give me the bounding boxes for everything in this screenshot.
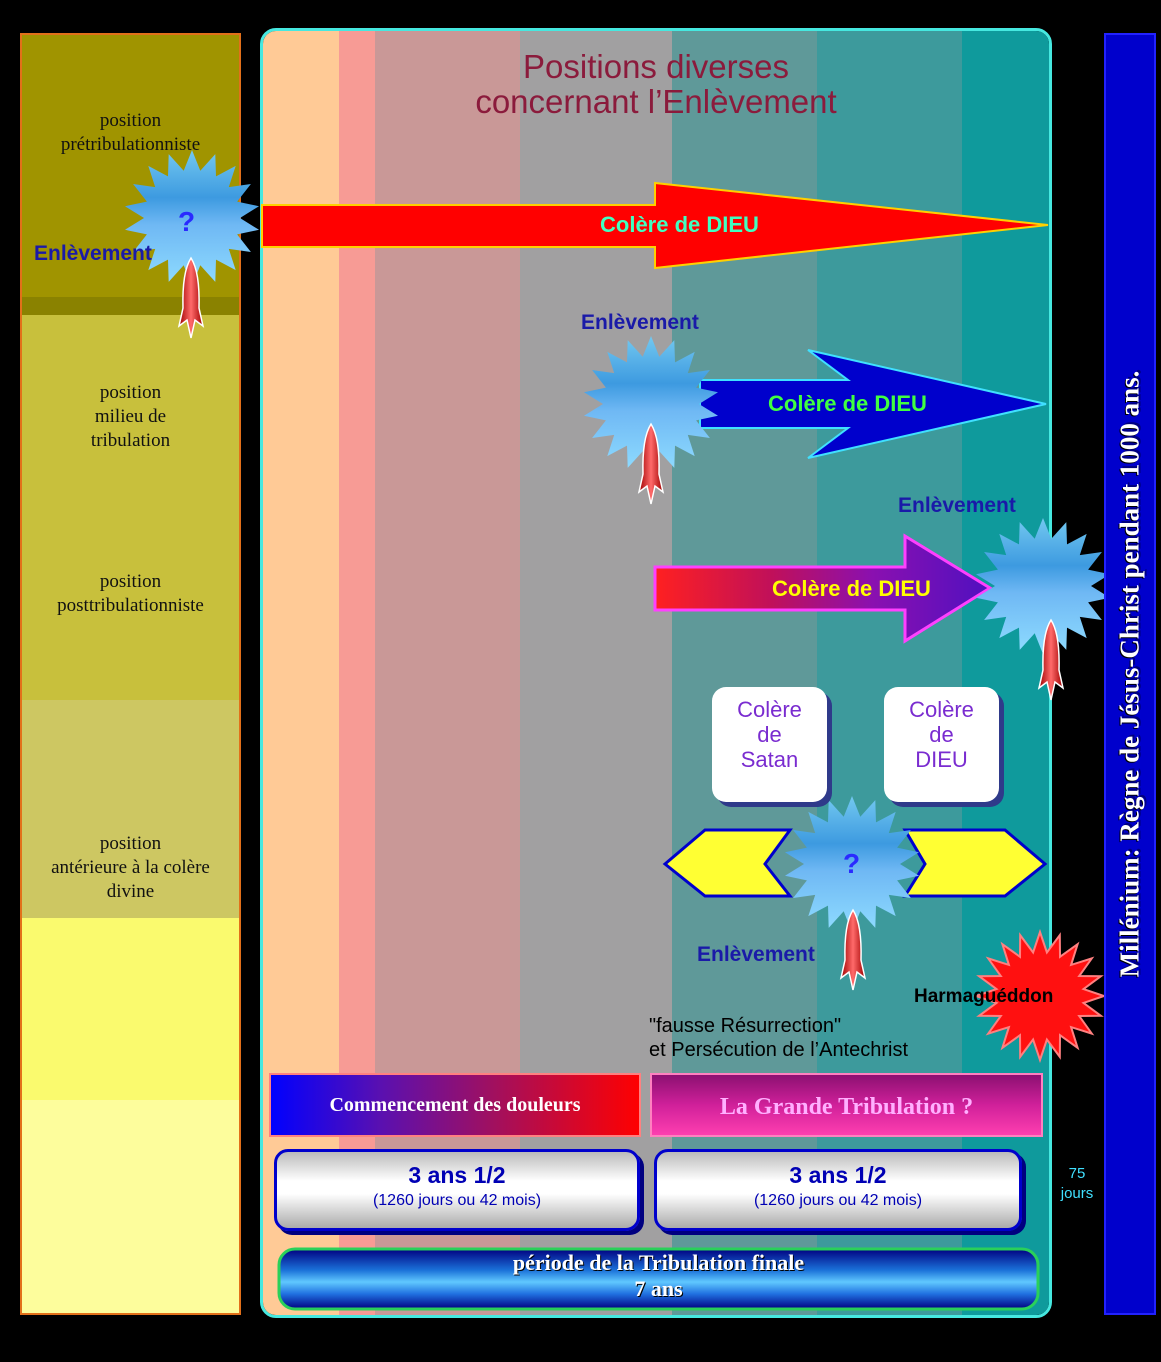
blue-wrath-arrow xyxy=(699,349,1047,459)
band-mid xyxy=(22,315,239,700)
rocket-midtrib xyxy=(637,422,665,505)
rapture-label-midtrib: Enlèvement xyxy=(581,311,699,334)
rapture-star-prewrath xyxy=(785,796,919,932)
rapture-label-prewrath: Enlèvement xyxy=(697,943,815,966)
question-mark-pretrib: ? xyxy=(178,206,196,237)
yellow-left-arrow xyxy=(662,828,794,898)
millennium-banner: Millénium: Règne de Jésus-Christ pendant… xyxy=(1104,33,1156,1315)
great-tribulation-bar xyxy=(650,1073,1043,1137)
rocket-prewrath xyxy=(839,908,867,991)
band-light xyxy=(22,918,239,1100)
yellow-right-arrow xyxy=(902,828,1048,898)
final-tribulation-bar xyxy=(277,1247,1040,1311)
band-lighter xyxy=(22,1100,239,1313)
first-half-pill: 3 ans 1/2(1260 jours ou 42 mois) xyxy=(274,1149,640,1231)
gradient-wrath-arrow xyxy=(653,533,993,644)
rapture-label-posttrib: Enlèvement xyxy=(898,494,1016,517)
band-pre-wrath xyxy=(22,700,239,918)
rapture-star-pretrib xyxy=(125,150,259,286)
wrath-text-pretrib: Colère de DIEU xyxy=(600,212,759,237)
wrath-text-posttrib: Colère de DIEU xyxy=(772,576,931,601)
beginning-bar xyxy=(269,1073,641,1137)
rapture-star-posttrib xyxy=(976,518,1110,654)
red-wrath-arrow xyxy=(261,181,1049,270)
wrath-text-midtrib: Colère de DIEU xyxy=(768,391,927,416)
armageddon-label: Harmaguéddon xyxy=(914,986,1054,1007)
rapture-star-midtrib xyxy=(584,336,718,472)
beginning-of-sorrows-label: Commencement des douleurs xyxy=(329,1094,581,1116)
false-resurrection-text: "fausse Résurrection"et Persécution de l… xyxy=(649,1015,909,1061)
question-mark-prewrath: ? xyxy=(843,848,861,879)
rapture-label-pretrib: Enlèvement xyxy=(34,242,152,265)
armageddon-burst xyxy=(972,928,1108,1064)
rocket-posttrib xyxy=(1037,618,1065,701)
millennium-label: Millénium: Règne de Jésus-Christ pendant… xyxy=(1114,370,1145,978)
rocket-pretrib xyxy=(177,256,205,339)
second-half-pill: 3 ans 1/2(1260 jours ou 42 mois) xyxy=(654,1149,1022,1231)
great-tribulation-label: La Grande Tribulation ? xyxy=(719,1094,974,1120)
